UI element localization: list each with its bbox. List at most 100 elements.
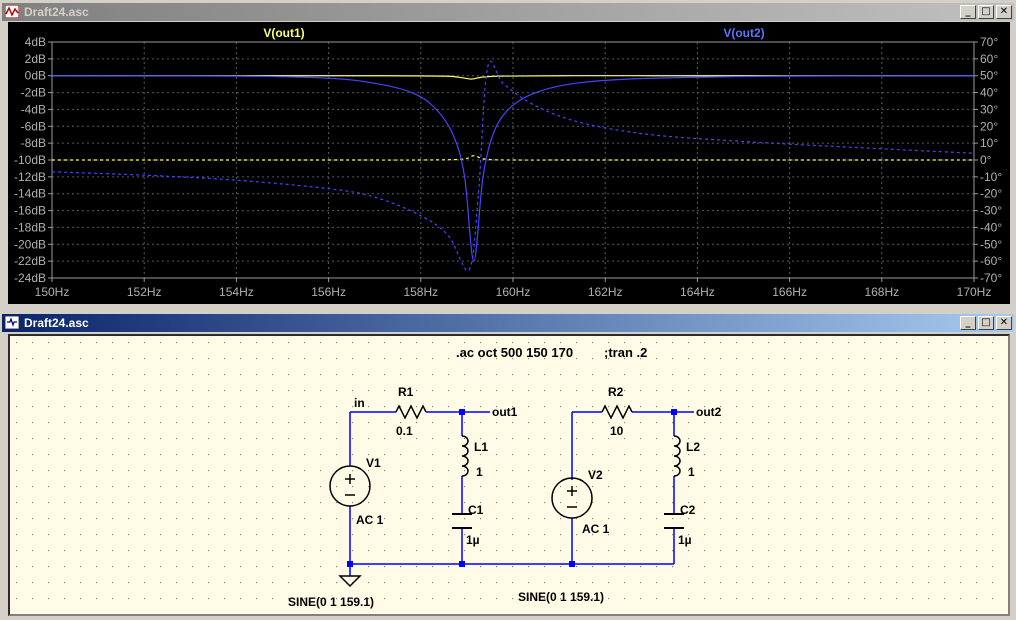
y-left-tick-label: -4dB [21, 102, 46, 116]
minimize-button[interactable]: _ [960, 5, 976, 19]
c1-value[interactable]: 1µ [466, 533, 480, 547]
resistor-r1[interactable] [395, 404, 427, 420]
y-right-tick-label: 70° [980, 35, 998, 49]
maximize-button[interactable]: □ [978, 316, 994, 330]
y-left-tick-label: -6dB [21, 119, 46, 133]
circuit1-wires[interactable] [349, 411, 674, 576]
voltage-source-v1[interactable] [329, 465, 371, 507]
y-right-tick-label: 20° [980, 119, 998, 133]
y-left-tick-label: -10dB [14, 153, 46, 167]
bode-plot[interactable]: 150Hz 152Hz 154Hz 156Hz 158Hz 160Hz 162Hz 164Hz… [8, 22, 1010, 304]
y-left-tick-label: -12dB [14, 170, 46, 184]
schematic-canvas[interactable]: .ac oct 500 150 170 ;tran .2 [8, 334, 1010, 616]
x-tick-label: 160Hz [496, 285, 531, 299]
circuit2-wires[interactable] [571, 411, 694, 564]
schematic-window: Draft24.asc _ □ ✕ .ac oct 500 150 170 ;t… [0, 310, 1016, 620]
schematic-icon [5, 316, 19, 329]
net-label-in[interactable]: in [354, 396, 365, 410]
x-tick-label: 168Hz [864, 285, 899, 299]
y-left-tick-label: -20dB [14, 237, 46, 251]
x-tick-label: 154Hz [219, 285, 254, 299]
y-right-tick-label: 60° [980, 52, 998, 66]
legend-vout1[interactable]: V(out1) [263, 26, 304, 40]
y-right-tick-label: -10° [980, 170, 1002, 184]
r2-value[interactable]: 10 [610, 424, 624, 438]
ground-symbol[interactable] [338, 575, 362, 588]
minimize-button[interactable]: _ [960, 316, 976, 330]
vout1-phase-trace [52, 155, 974, 161]
r2-name[interactable]: R2 [608, 385, 624, 399]
v1-sine[interactable]: SINE(0 1 159.1) [288, 595, 374, 609]
y-left-tick-label: -22dB [14, 254, 46, 268]
inductor-l2[interactable] [673, 435, 681, 477]
l1-name[interactable]: L1 [474, 440, 488, 454]
r1-name[interactable]: R1 [398, 385, 414, 399]
plot-window-title: Draft24.asc [24, 5, 89, 19]
close-button[interactable]: ✕ [996, 316, 1012, 330]
x-tick-label: 164Hz [680, 285, 715, 299]
schematic-window-title: Draft24.asc [24, 316, 89, 330]
c1-name[interactable]: C1 [468, 503, 484, 517]
y-left-tick-label: -14dB [14, 187, 46, 201]
v2-name[interactable]: V2 [588, 468, 603, 482]
x-tick-label: 170Hz [957, 285, 992, 299]
y-left-tick-label: 4dB [25, 35, 46, 49]
close-button[interactable]: ✕ [996, 5, 1012, 19]
plot-window-titlebar[interactable]: Draft24.asc _ □ ✕ [2, 3, 1014, 21]
x-tick-label: 158Hz [403, 285, 438, 299]
plot-axes: 150Hz 152Hz 154Hz 156Hz 158Hz 160Hz 162Hz 164Hz… [14, 35, 1002, 299]
vout2-phase-trace [51, 60, 975, 272]
y-left-tick-label: -18dB [14, 220, 46, 234]
y-left-tick-label: 2dB [25, 52, 46, 66]
c2-name[interactable]: C2 [680, 503, 696, 517]
y-right-tick-label: 0° [980, 153, 992, 167]
y-right-tick-label: -40° [980, 220, 1002, 234]
net-label-out1[interactable]: out1 [492, 405, 518, 419]
v2-ac[interactable]: AC 1 [582, 522, 610, 536]
x-tick-label: 152Hz [127, 285, 162, 299]
y-right-tick-label: -30° [980, 204, 1002, 218]
schematic-grid [10, 336, 1008, 614]
ac-directive[interactable]: .ac oct 500 150 170 [456, 345, 573, 360]
vout1-magnitude-trace [52, 75, 974, 80]
junctions [347, 409, 677, 567]
v1-name[interactable]: V1 [366, 456, 381, 470]
x-tick-label: 156Hz [311, 285, 346, 299]
resistor-r2[interactable] [601, 404, 633, 420]
y-right-tick-label: 50° [980, 69, 998, 83]
legend-vout2[interactable]: V(out2) [723, 26, 764, 40]
y-right-tick-label: -50° [980, 237, 1002, 251]
y-right-tick-label: 40° [980, 86, 998, 100]
x-tick-label: 162Hz [588, 285, 623, 299]
y-left-tick-label: 0dB [25, 69, 46, 83]
v1-ac[interactable]: AC 1 [356, 513, 384, 527]
y-right-tick-label: -70° [980, 271, 1002, 285]
y-left-tick-label: -24dB [14, 271, 46, 285]
l1-value[interactable]: 1 [476, 465, 483, 479]
y-left-tick-label: -16dB [14, 204, 46, 218]
x-tick-label: 166Hz [772, 285, 807, 299]
r1-value[interactable]: 0.1 [396, 424, 413, 438]
y-right-tick-label: -60° [980, 254, 1002, 268]
vout2-magnitude-trace [51, 75, 975, 262]
waveform-viewer-icon [5, 5, 19, 18]
y-right-tick-label: -20° [980, 187, 1002, 201]
schematic-drawing[interactable]: .ac oct 500 150 170 ;tran .2 [10, 336, 1008, 614]
capacitor-c2[interactable] [664, 513, 684, 529]
l2-value[interactable]: 1 [688, 465, 695, 479]
maximize-button[interactable]: □ [978, 5, 994, 19]
y-right-tick-label: 10° [980, 136, 998, 150]
tran-directive[interactable]: ;tran .2 [604, 345, 647, 360]
c2-value[interactable]: 1µ [678, 533, 692, 547]
voltage-source-v2[interactable] [551, 477, 593, 519]
schematic-window-titlebar[interactable]: Draft24.asc _ □ ✕ [2, 314, 1014, 332]
net-label-out2[interactable]: out2 [696, 405, 722, 419]
inductor-l1[interactable] [461, 435, 469, 477]
l2-name[interactable]: L2 [686, 440, 700, 454]
x-tick-label: 150Hz [35, 285, 70, 299]
plot-pane[interactable]: 150Hz 152Hz 154Hz 156Hz 158Hz 160Hz 162Hz 164Hz… [8, 22, 1010, 304]
v2-sine[interactable]: SINE(0 1 159.1) [518, 590, 604, 604]
y-right-tick-label: 30° [980, 102, 998, 116]
capacitor-c1[interactable] [452, 513, 472, 529]
